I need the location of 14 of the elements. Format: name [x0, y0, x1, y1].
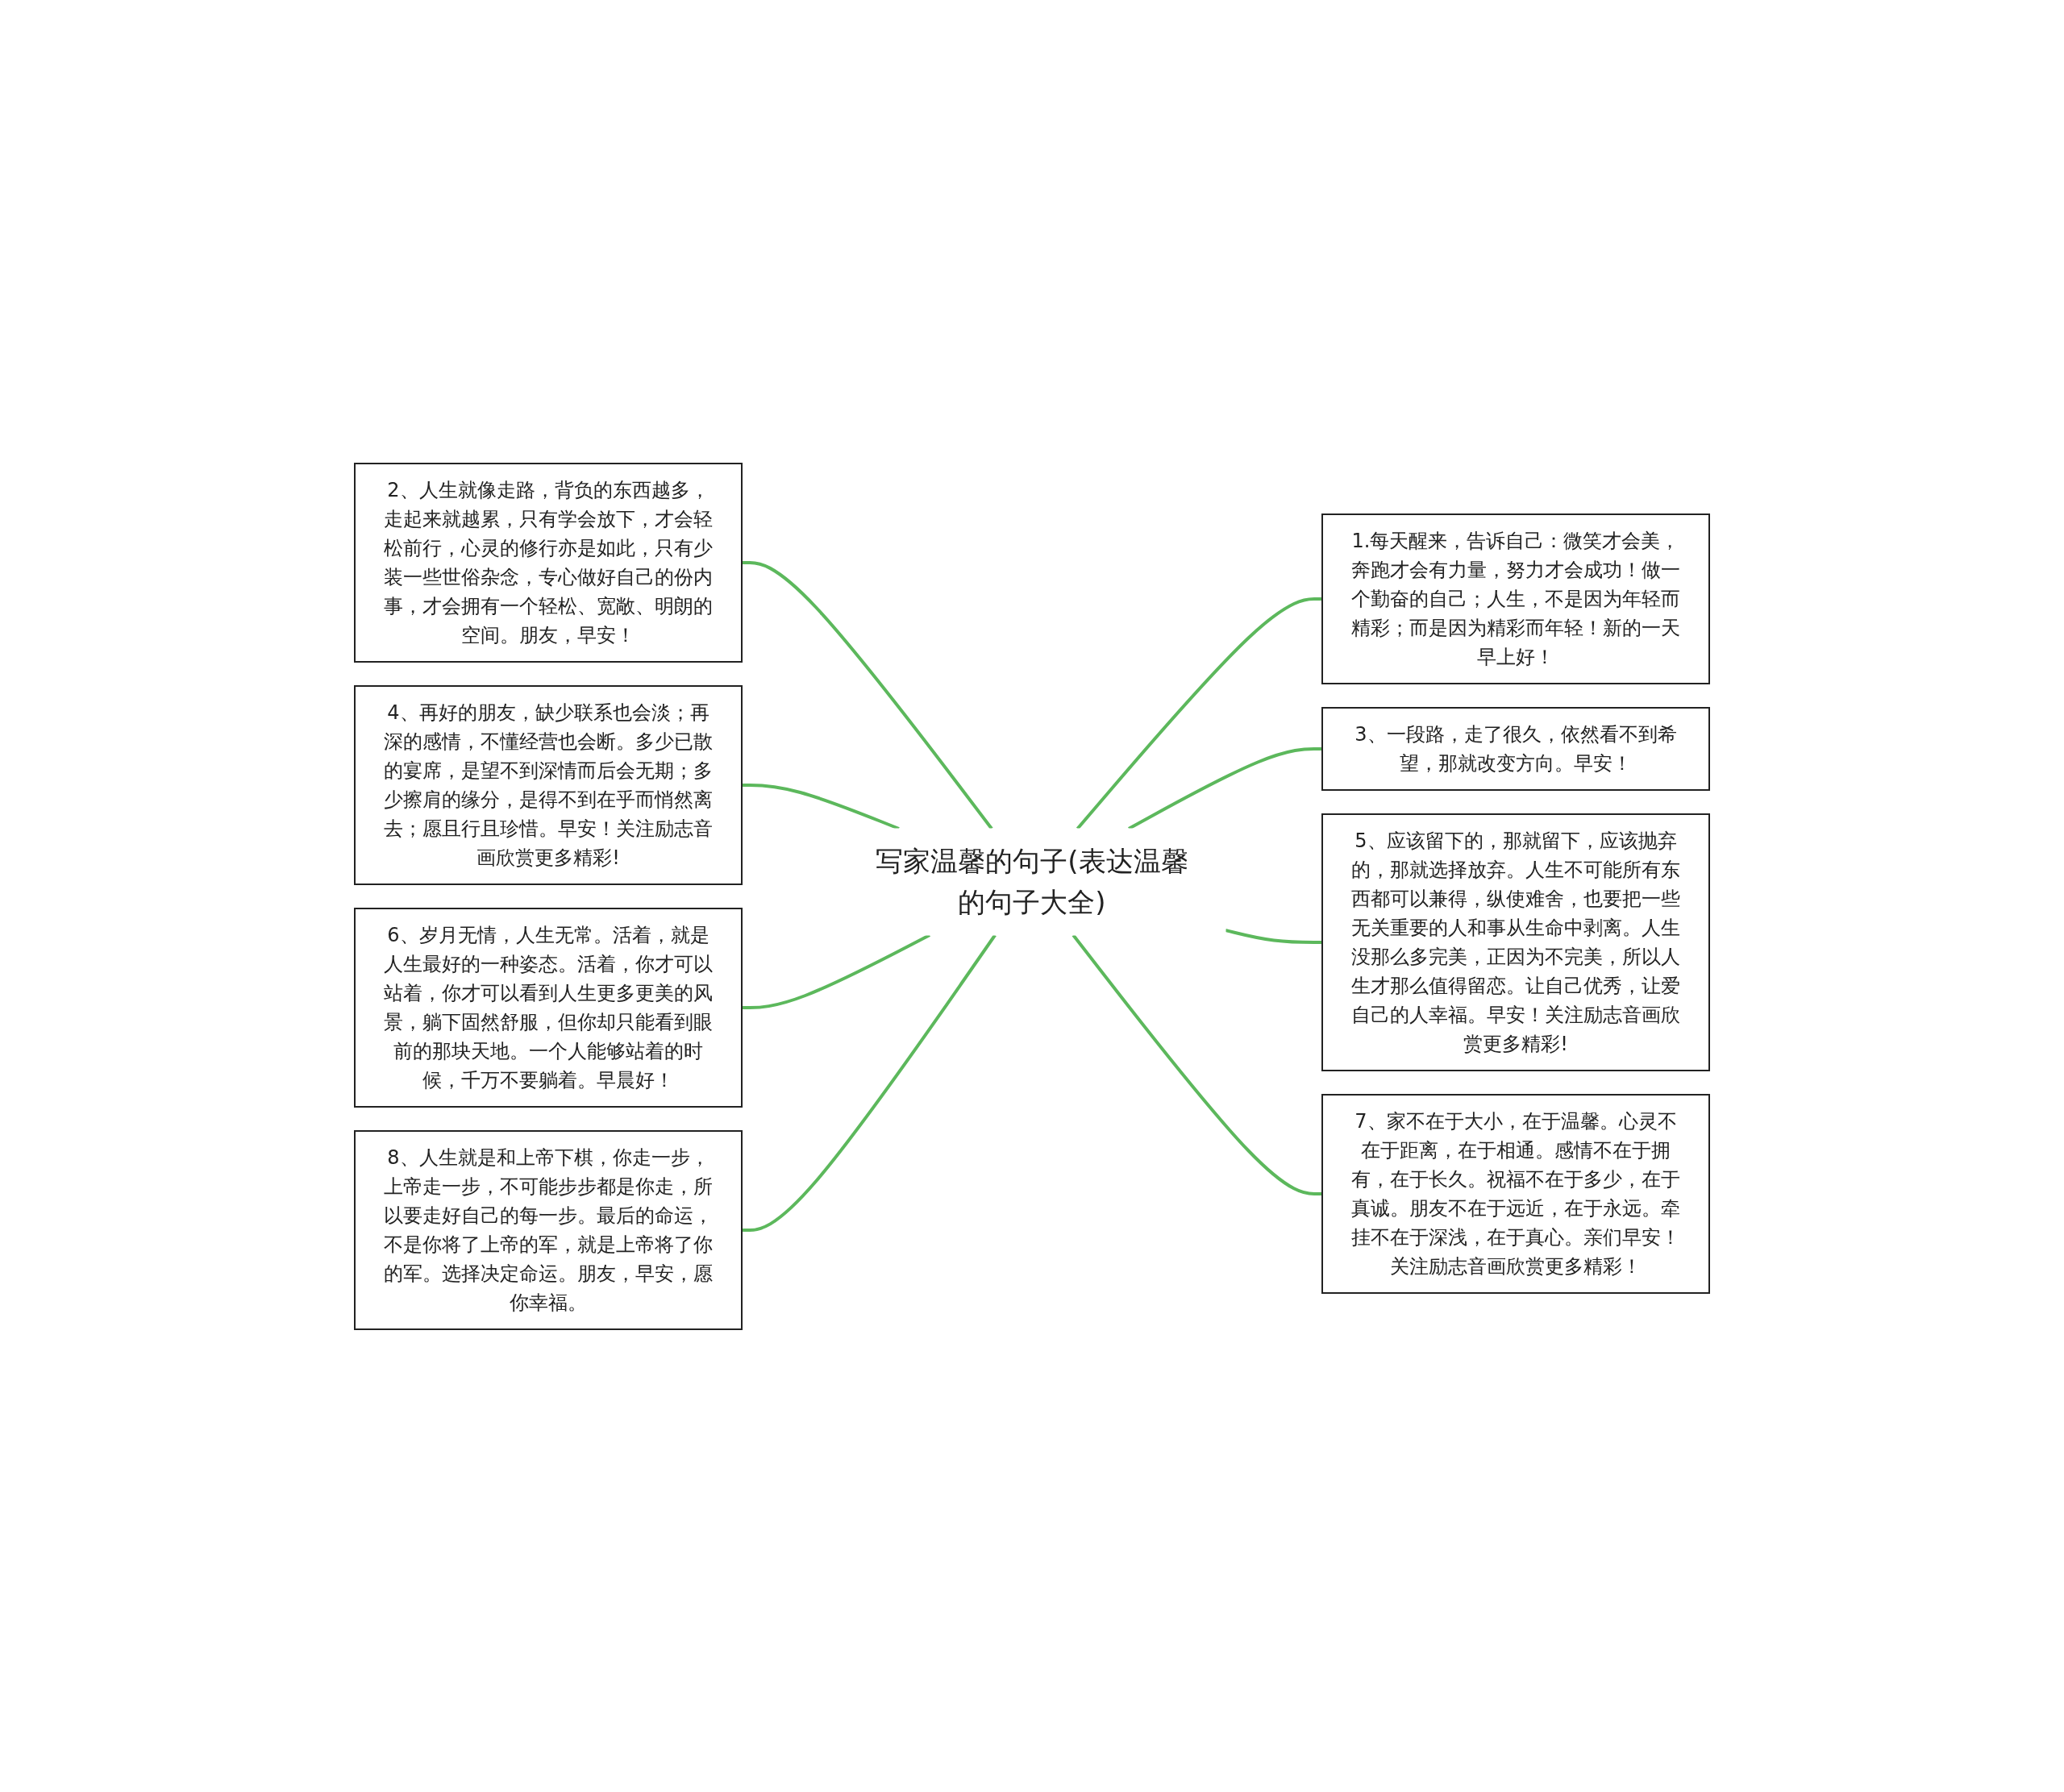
connector	[1225, 928, 1322, 944]
connector	[1072, 933, 1322, 1195]
node-box: 2、人生就像走路，背负的东西越多，走起来就越累，只有学会放下，才会轻松前行，心灵的修行亦是如此，只有少装一些世俗杂念，专心做好自己的份内事，才会拥有一个轻松、宽敞、明朗的空间。朋友，早安！	[354, 462, 743, 663]
connector	[742, 933, 997, 1232]
node-box: 5、应该留下的，那就留下，应该抛弃的，那就选择放弃。人生不可能所有东西都可以兼得，纵使难舍，也要把一些无关重要的人和事从生命中剥离。人生没那么多完美，正因为不完美，所以人生才那么值得留恋。让自己优秀，让爱自己的人幸福。早安！关注励志音画欣赏更多精彩!	[1321, 813, 1710, 1071]
connector	[742, 560, 993, 829]
node-box: 4、再好的朋友，缺少联系也会淡；再深的感情，不懂经营也会断。多少已散的宴席，是望不到深情而后会无期；多少擦肩的缘分，是得不到在乎而悄然离去；愿且行且珍惜。早安！关注励志音画欣赏更多精彩!	[354, 684, 743, 885]
node-box: 6、岁月无情，人生无常。活着，就是人生最好的一种姿态。活着，你才可以站着，你才可以看到人生更多更美的风景，躺下固然舒服，但你却只能看到眼前的那块天地。一个人能够站着的时候，千万不要躺着。早晨好！	[354, 907, 743, 1108]
connector	[1076, 597, 1322, 829]
node-box: 3、一段路，走了很久，依然看不到希望，那就改变方向。早安！	[1321, 706, 1710, 791]
node-box: 8、人生就是和上帝下棋，你走一步，上帝走一步，不可能步步都是你走，所以要走好自己的每一步。最后的命运，不是你将了上帝的军，就是上帝将了你的军。选择决定命运。朋友，早安，愿你幸福。	[354, 1129, 743, 1330]
node-text: 写家温馨的句子(表达温馨的句子大全)	[876, 844, 1188, 918]
node-box: 1.每天醒来，告诉自己：微笑才会美，奔跑才会有力量，努力才会成功！做一个勤奋的自己；人生，不是因为年轻而精彩；而是因为精彩而年轻！新的一天早上好！	[1321, 513, 1710, 684]
node-box: 7、家不在于大小，在于温馨。心灵不在于距离，在于相通。感情不在于拥有，在于长久。祝福不在于多少，在于真诚。朋友不在于远近，在于永远。牵挂不在于深浅，在于真心。亲们早安！关注励志音画欣赏更多精彩！	[1321, 1093, 1710, 1294]
